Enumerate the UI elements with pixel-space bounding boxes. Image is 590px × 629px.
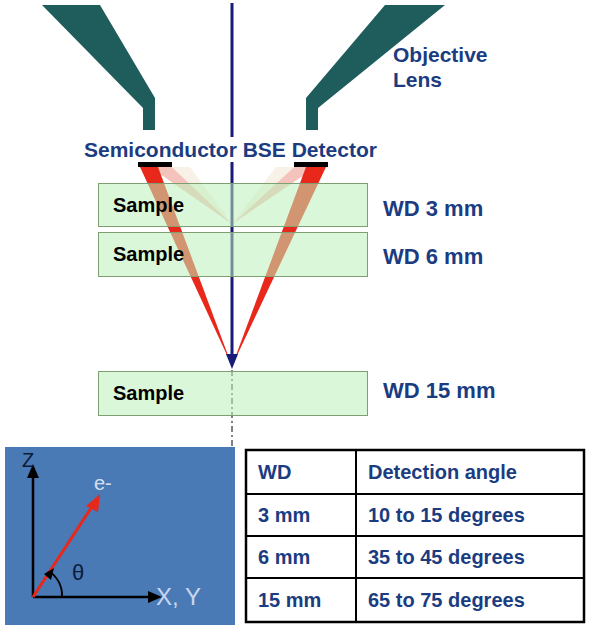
table-header: Detection angle: [368, 460, 517, 484]
electron-vector: [33, 505, 93, 597]
table-rule: [246, 577, 584, 579]
sample-box: Sample: [98, 232, 368, 277]
detector-label: Semiconductor BSE Detector: [82, 137, 379, 162]
axis-label: e-: [94, 471, 112, 495]
beam-arrowhead: [226, 354, 238, 369]
lens-label: Objective Lens: [393, 42, 518, 92]
angle-panel: [5, 447, 235, 625]
objective-lens: [306, 5, 445, 130]
electron-beam: [231, 3, 234, 356]
angle-label: θ: [72, 560, 84, 586]
table-rule: [355, 450, 357, 622]
sample-box: Sample: [98, 371, 368, 416]
table-cell: 35 to 45 degrees: [368, 545, 525, 569]
objective-lens: [42, 5, 155, 130]
sample-label: Sample: [99, 382, 184, 405]
wd-label: WD 3 mm: [383, 196, 483, 222]
table-rule: [246, 535, 584, 537]
xy-axis: [33, 596, 150, 599]
axis-label: X, Y: [156, 583, 201, 612]
wd-label: WD 15 mm: [383, 378, 495, 404]
table-header: WD: [258, 460, 291, 484]
table-cell: 10 to 15 degrees: [368, 503, 525, 527]
table-rule: [246, 493, 584, 495]
wd-label: WD 6 mm: [383, 244, 483, 270]
sample-label: Sample: [99, 243, 184, 266]
z-axis: [32, 476, 35, 597]
table-cell: 6 mm: [258, 545, 310, 569]
bse-detector: [138, 162, 172, 167]
sample-box: Sample: [98, 183, 368, 227]
arc-arrowhead: [44, 568, 54, 580]
axis-label: Z: [22, 448, 34, 472]
table-cell: 65 to 75 degrees: [368, 588, 525, 612]
table-cell: 3 mm: [258, 503, 310, 527]
vector-arrowhead: [86, 494, 100, 512]
bse-detector: [294, 162, 328, 167]
sample-label: Sample: [99, 194, 184, 217]
table-frame: [246, 450, 584, 622]
table-cell: 15 mm: [258, 588, 321, 612]
